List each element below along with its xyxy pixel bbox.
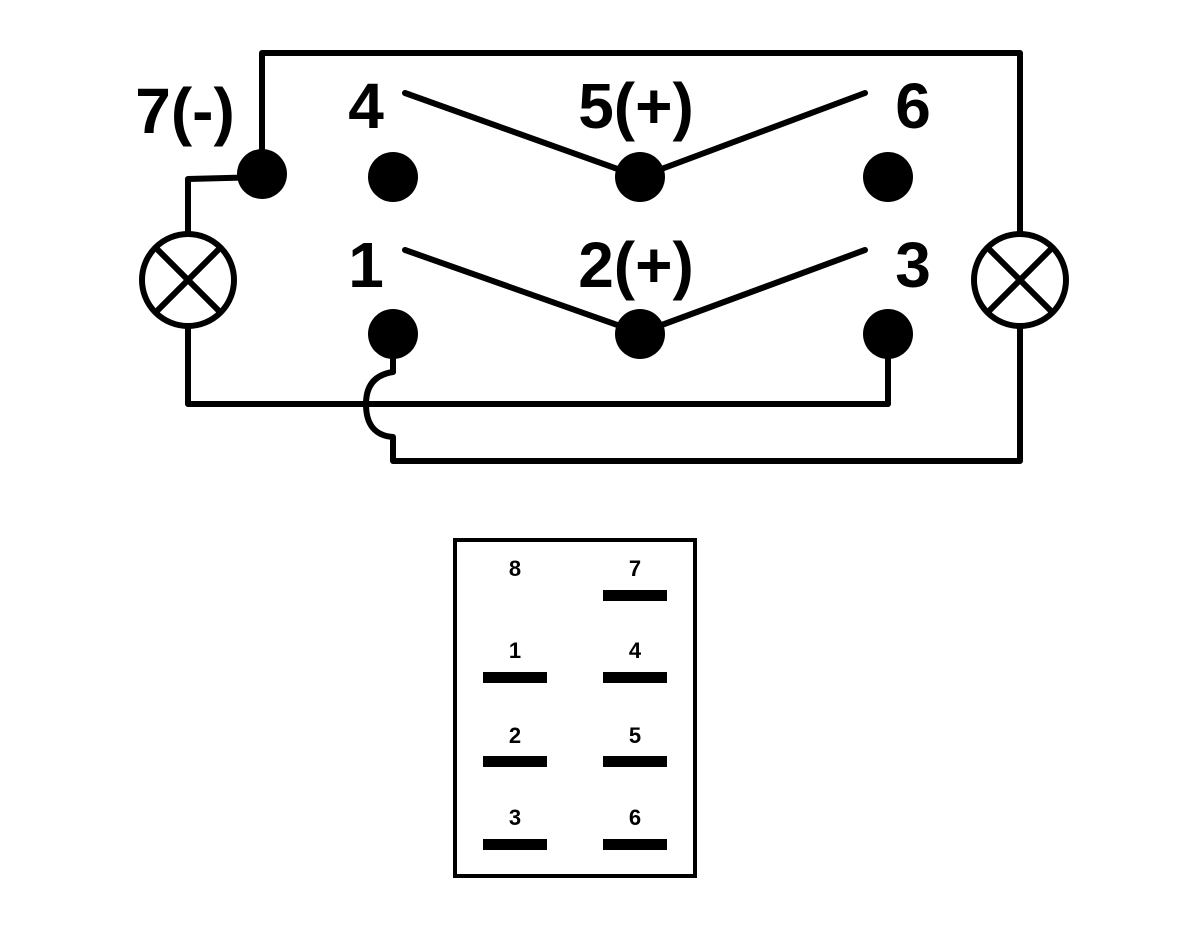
pin-label-3: 3	[509, 805, 521, 830]
pin-bar-2	[483, 756, 547, 767]
pin-bar-5	[603, 756, 667, 767]
pin-bar-7	[603, 590, 667, 601]
pin-label-7: 7	[629, 556, 641, 581]
terminal-dot-7	[237, 149, 287, 199]
terminal-dot-4	[368, 152, 418, 202]
terminal-dot-2	[615, 309, 665, 359]
pinout-diagram: 8 7 1 4 2 5 3 6	[453, 538, 697, 878]
pin-bar-3	[483, 839, 547, 850]
pin-label-5: 5	[629, 723, 641, 748]
wire-terminal7-to-right-lamp	[259, 50, 1023, 238]
pin-label-4: 4	[629, 638, 642, 663]
right-lamp	[971, 231, 1069, 329]
terminal-label-7: 7(-)	[135, 75, 235, 147]
terminal-label-1: 1	[348, 229, 384, 301]
terminal-dot-1	[368, 309, 418, 359]
pin-label-8: 8	[509, 556, 521, 581]
pin-bar-1	[483, 672, 547, 683]
terminal-dot-5	[615, 152, 665, 202]
terminal-label-6: 6	[895, 70, 931, 142]
terminal-label-4: 4	[348, 70, 384, 142]
pin-bar-6	[603, 839, 667, 850]
pin-bar-4	[603, 672, 667, 683]
left-lamp	[139, 231, 237, 329]
pin-label-2: 2	[509, 723, 521, 748]
pin-label-6: 6	[629, 805, 641, 830]
wire-left-lamp-to-terminal3	[185, 322, 891, 407]
terminal-label-2: 2(+)	[578, 229, 694, 301]
terminal-dot-3	[863, 309, 913, 359]
pin-label-1: 1	[509, 638, 521, 663]
wire-terminal1-to-right-lamp-crossover	[363, 322, 1023, 464]
terminal-dot-6	[863, 152, 913, 202]
lamp-icon	[139, 231, 237, 329]
terminal-label-5: 5(+)	[578, 70, 694, 142]
terminal-label-3: 3	[895, 229, 931, 301]
lamp-icon	[971, 231, 1069, 329]
wiring-diagram: 7(-) 4 5(+) 6 1 2(+) 3	[135, 50, 1069, 464]
